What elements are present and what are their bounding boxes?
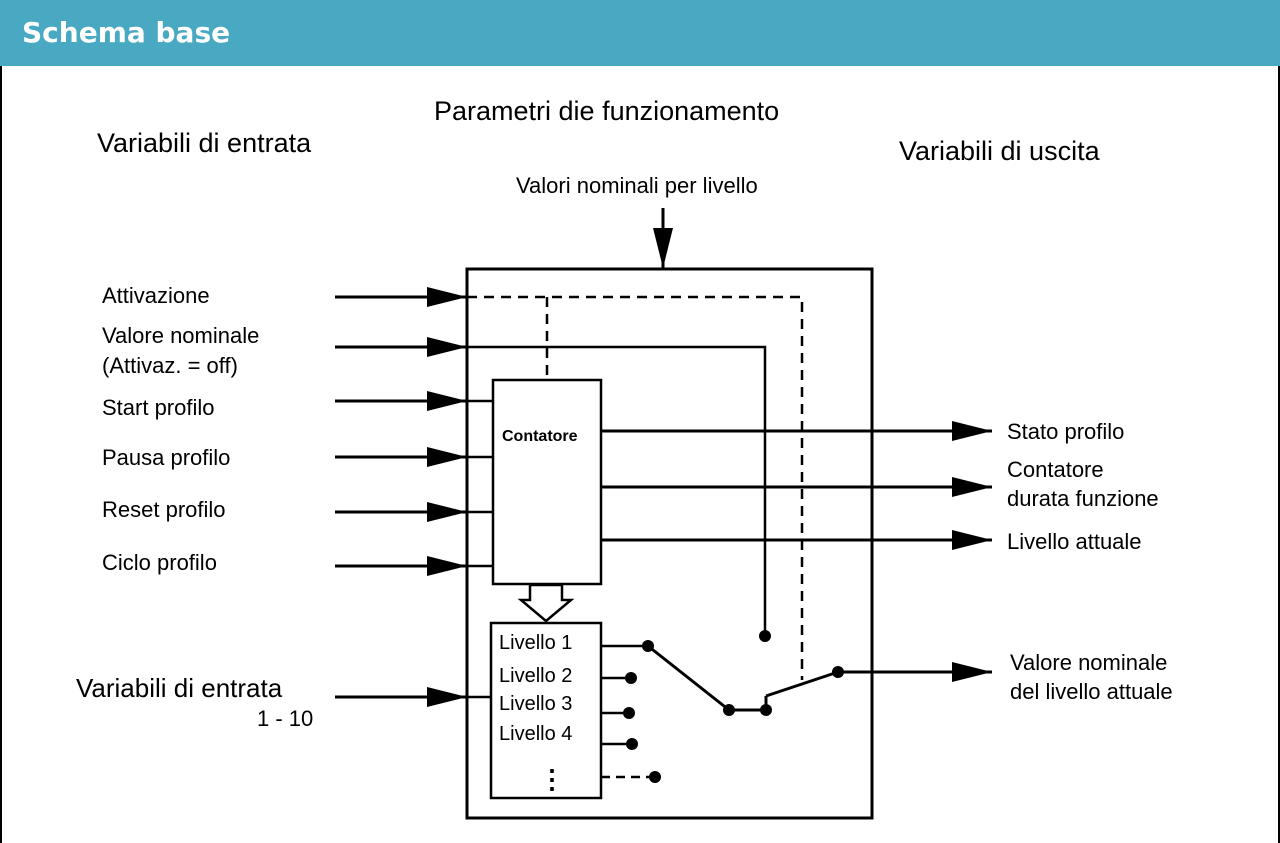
header-bar: Schema base [0,0,1280,66]
levels-more-ellipsis: ⋮ [539,764,565,794]
params-heading: Parametri die funzionamento [434,96,779,126]
output-status-label: Stato profilo [1007,419,1124,444]
input-reset-label: Reset profilo [102,497,226,522]
output-setpoint-label-2: del livello attuale [1010,679,1173,704]
counter-label: Contatore [502,428,578,445]
input-activation-label: Attivazione [102,283,210,308]
level-1-label: Livello 1 [499,632,572,654]
level-3-label: Livello 3 [499,693,572,715]
input-vars-range: 1 - 10 [257,706,313,731]
input-setpoint-label: Valore nominale [102,323,259,348]
level-selector-arm [647,644,730,712]
input-start-label: Start profilo [102,395,215,420]
level-more-contact [649,771,661,783]
output-setpoint-label: Valore nominale [1010,650,1167,675]
output-runtime-label-2: durata funzione [1007,486,1159,511]
input-setpoint-note: (Attivaz. = off) [102,353,238,378]
selector-pivot [723,704,735,716]
level-2-label: Livello 2 [499,665,572,687]
counter-block [491,378,603,586]
levels-block [489,621,603,800]
outputs-heading: Variabili di uscita [899,136,1101,166]
activation-dashed-line [467,295,804,680]
diagram-panel: Parametri die funzionamento Variabili di… [0,66,1280,843]
level-3-contact [623,707,635,719]
output-runtime-label: Contatore [1007,457,1104,482]
bypass-contact [759,630,771,642]
input-cycle-label: Ciclo profilo [102,550,217,575]
inputs-heading: Variabili di entrata [97,128,312,158]
counter-to-levels-arrow [517,583,575,623]
level-2-contact [625,672,637,684]
level-4-label: Livello 4 [499,723,572,745]
main-block [465,267,874,820]
block-diagram: Parametri die funzionamento Variabili di… [76,96,1173,820]
output-level-label: Livello attuale [1007,529,1142,554]
page-title: Schema base [22,16,231,49]
setpoints-label: Valori nominali per livello [516,173,758,198]
input-pause-label: Pausa profilo [102,445,230,470]
output-switch-arm [765,670,839,698]
level-4-contact [626,738,638,750]
input-vars-label: Variabili di entrata [76,673,283,703]
